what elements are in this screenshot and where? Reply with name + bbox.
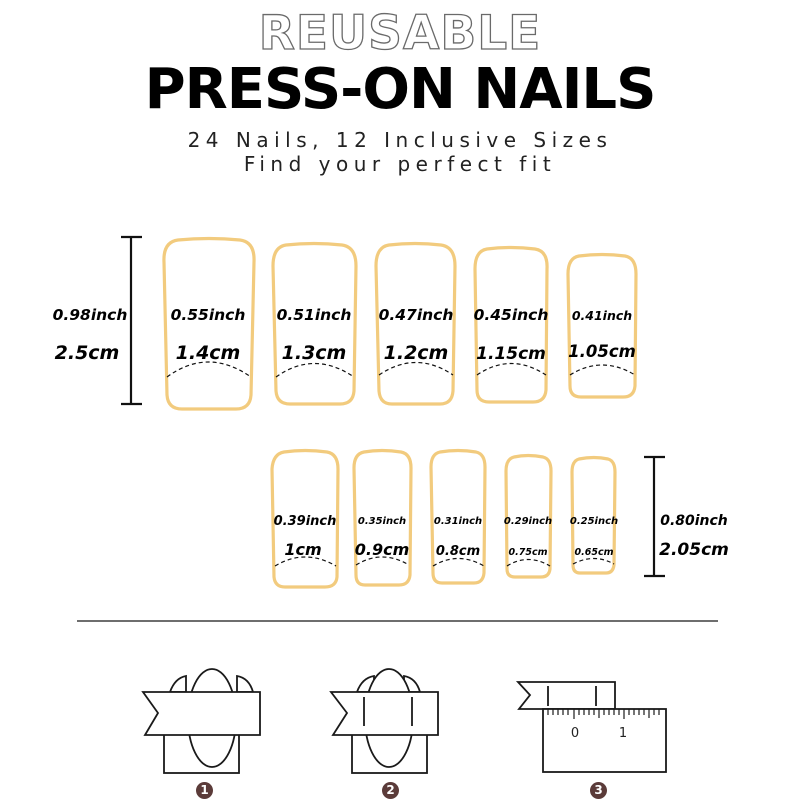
- nail-size-7: 0.35inch 0.9cm: [352, 448, 413, 587]
- row1-length-cm: 2.5cm: [55, 342, 120, 364]
- ruler: [542, 708, 667, 773]
- subtitle-fit: Find your perfect fit: [243, 152, 557, 176]
- svg-text:1.05cm: 1.05cm: [568, 342, 636, 361]
- step3-measure-ruler-icon: 0 1: [515, 681, 667, 773]
- svg-text:0.31inch: 0.31inch: [434, 516, 482, 527]
- svg-text:0.41inch: 0.41inch: [572, 308, 632, 323]
- ruler-label-1: 1: [619, 726, 627, 741]
- nail-size-1: 0.55inch 1.4cm: [162, 236, 256, 411]
- row2-length-cm: 2.05cm: [659, 540, 729, 560]
- row2-length-bar: [644, 455, 665, 578]
- svg-text:0.45inch: 0.45inch: [474, 306, 549, 324]
- svg-text:0.25inch: 0.25inch: [570, 516, 618, 527]
- svg-text:1cm: 1cm: [284, 540, 321, 559]
- title-press-on-nails: PRESS-ON NAILS: [144, 57, 657, 122]
- row2-length-inch: 0.80inch: [660, 513, 728, 529]
- row1-length-bar: [121, 235, 142, 406]
- nail-size-5: 0.41inch 1.05cm: [566, 252, 638, 399]
- nail-size-3: 0.47inch 1.2cm: [374, 241, 457, 406]
- svg-text:0.51inch: 0.51inch: [277, 306, 352, 324]
- step2-mark-tape-icon: [329, 668, 439, 774]
- title-reusable: REUSABLE: [258, 6, 542, 61]
- step-badge-1: 1: [196, 782, 213, 799]
- svg-text:0.9cm: 0.9cm: [355, 540, 410, 559]
- svg-text:0.29inch: 0.29inch: [504, 516, 552, 527]
- svg-text:0.35inch: 0.35inch: [358, 516, 406, 527]
- nail-size-2: 0.51inch 1.3cm: [271, 241, 358, 406]
- nail-size-chart: 0.98inch 2.5cm 0.55inch 1.4cm 0.51inch 1…: [53, 235, 729, 589]
- step-badge-3: 3: [590, 782, 607, 799]
- section-divider: [77, 620, 718, 622]
- nail-size-9: 0.29inch 0.75cm: [504, 453, 553, 579]
- svg-text:0.8cm: 0.8cm: [436, 544, 480, 559]
- subtitle-nail-count: 24 Nails, 12 Inclusive Sizes: [187, 128, 613, 152]
- nail-size-6: 0.39inch 1cm: [270, 448, 340, 589]
- step-badge-2: 2: [382, 782, 399, 799]
- svg-text:1.3cm: 1.3cm: [282, 342, 347, 364]
- nail-size-4: 0.45inch 1.15cm: [473, 245, 549, 404]
- svg-text:0.75cm: 0.75cm: [509, 547, 548, 558]
- step1-wrap-tape-icon: [141, 668, 261, 774]
- nail-size-10: 0.25inch 0.65cm: [570, 455, 618, 575]
- ruler-label-0: 0: [571, 726, 579, 741]
- measuring-steps: 0 1: [141, 668, 667, 774]
- svg-text:1.2cm: 1.2cm: [384, 342, 449, 364]
- svg-text:0.39inch: 0.39inch: [274, 514, 337, 529]
- row1-length-inch: 0.98inch: [53, 306, 128, 324]
- nail-size-8: 0.31inch 0.8cm: [429, 448, 487, 585]
- svg-text:0.65cm: 0.65cm: [575, 547, 614, 558]
- svg-text:1.4cm: 1.4cm: [176, 342, 241, 364]
- svg-text:0.47inch: 0.47inch: [379, 306, 454, 324]
- svg-text:1.15cm: 1.15cm: [476, 344, 546, 364]
- svg-text:0.55inch: 0.55inch: [171, 306, 246, 324]
